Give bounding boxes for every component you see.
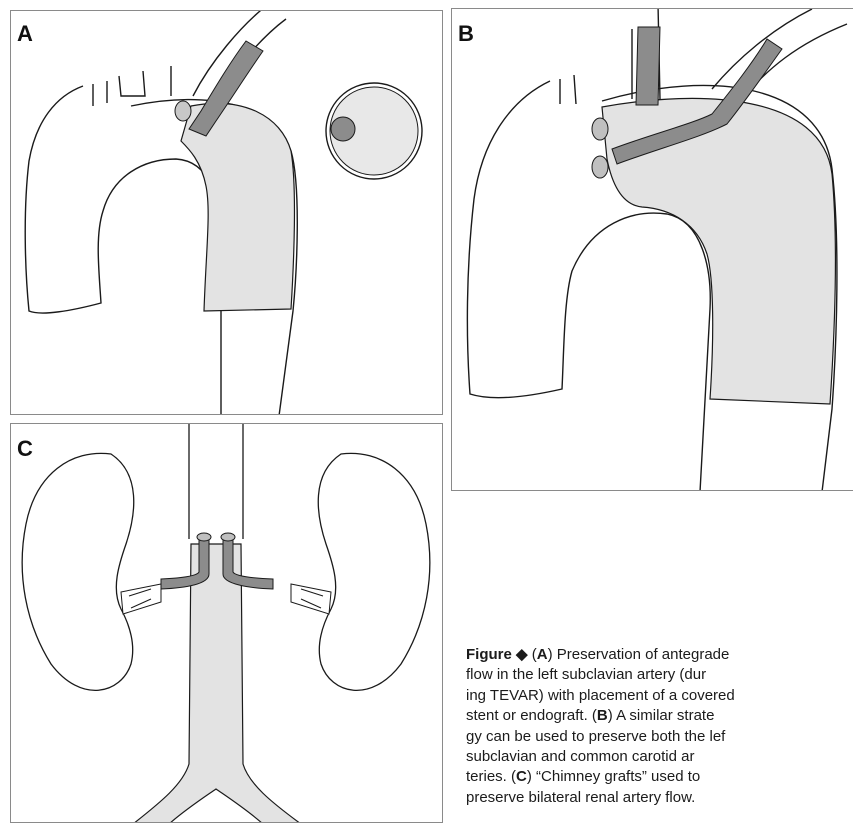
caption-text: ) Preservation of antegrade [548,646,730,663]
panel-a-label: A [17,21,33,47]
caption-text: teries. ( [466,768,516,785]
caption-line: stent or endograft. (B) A similar strate [466,706,853,726]
right-renal-chimney-graft [223,539,273,589]
left-kidney-outline [22,453,134,690]
brachiocephalic-branch [93,81,107,106]
right-chimney-ostium [221,533,235,541]
supra-aortic-branches [560,9,847,104]
caption-line: preserve bilateral renal artery flow. [466,788,853,808]
caption-text: ) A similar strate [608,707,715,724]
caption-text: ( [528,646,537,663]
right-renal-hilum [291,584,331,614]
left-chimney-ostium [197,533,211,541]
cross-section-chimney [331,117,355,141]
caption-text: ) “Chimney grafts” used to [527,768,700,785]
diamond-icon: ◆ [516,646,528,663]
caption-ref-b: B [597,707,608,724]
chimney-graft-ostium-upper [592,118,608,140]
caption-figure-word: Figure [466,646,512,663]
carotid-branch [119,71,145,96]
caption-ref-a: A [537,646,548,663]
figure-caption: Figure ◆ (A) Preservation of antegrade f… [466,645,853,819]
chimney-graft-ostium [175,101,191,121]
left-renal-hilum [121,584,161,614]
panel-c-label: C [17,436,33,462]
aortic-arch-subclavian-graft-diagram [11,11,443,415]
renal-chimney-graft-diagram [11,424,443,823]
aortic-arch-double-chimney-diagram [452,9,853,491]
caption-line: subclavian and common carotid ar [466,747,853,767]
caption-line: flow in the left subclavian artery (dur [466,665,853,685]
caption-line: teries. (C) “Chimney grafts” used to [466,767,853,787]
caption-text: stent or endograft. ( [466,707,597,724]
carotid-chimney-graft [636,27,660,105]
caption-line: ing TEVAR) with placement of a covered [466,686,853,706]
caption-line: Figure ◆ (A) Preservation of antegrade [466,645,853,665]
abdominal-aorta-walls [189,424,243,539]
caption-line: gy can be used to preserve both the lef [466,727,853,747]
panel-b: B [451,8,853,491]
panel-a: A [10,10,443,415]
left-renal-chimney-graft [161,539,209,589]
caption-ref-c: C [516,768,527,785]
panel-c: C [10,423,443,823]
panel-b-label: B [458,21,474,47]
chimney-graft-ostium-lower [592,156,608,178]
stent-graft-arch [181,103,294,311]
right-kidney-outline [318,453,430,690]
